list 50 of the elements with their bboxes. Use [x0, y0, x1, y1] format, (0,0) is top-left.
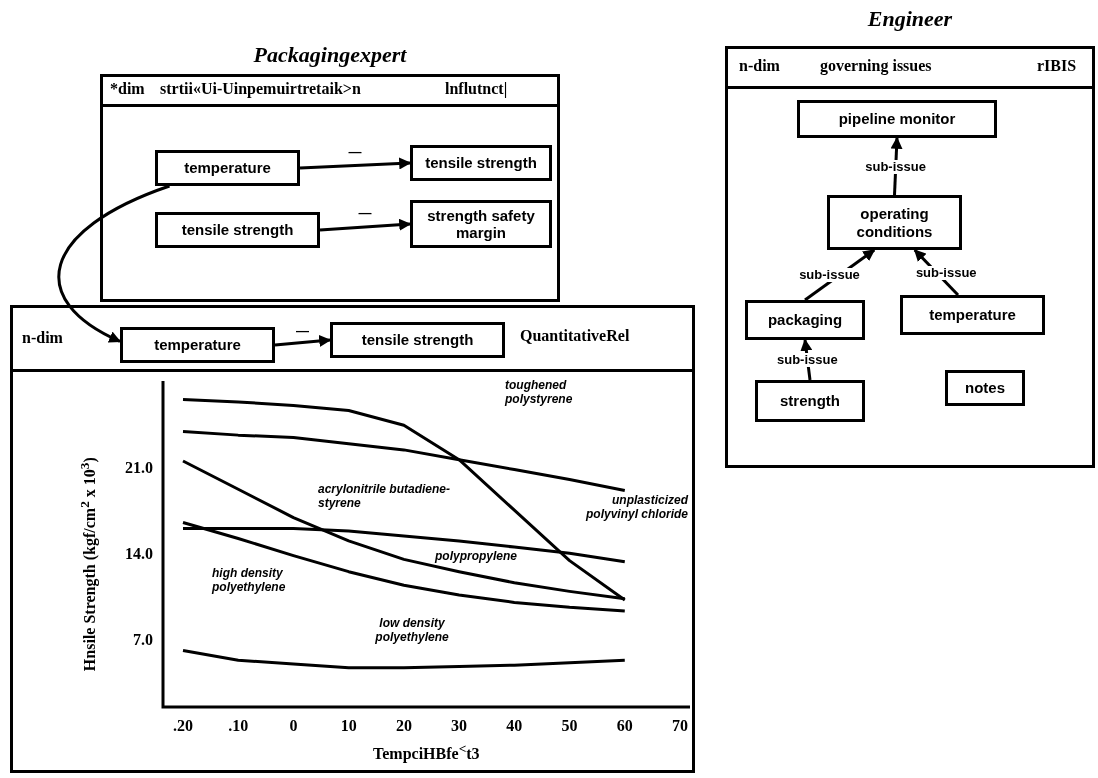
- tick-label: .20: [173, 717, 193, 734]
- tick-label: 50: [561, 717, 578, 734]
- tick-label: 40: [506, 717, 523, 734]
- arrow: [274, 335, 332, 347]
- edge-label: sub-issue: [863, 159, 928, 174]
- issue-box: tensile strength: [330, 322, 505, 358]
- issue-box: strength: [755, 380, 865, 422]
- header-text: n-dim: [22, 329, 63, 347]
- issue-box: temperature: [900, 295, 1045, 335]
- header-text: n-dim: [739, 57, 780, 75]
- tick-label: .10: [228, 717, 249, 734]
- tick-label: 7.0: [133, 631, 153, 649]
- edge-label: sub-issue: [775, 353, 840, 367]
- tick-label: 20: [395, 717, 412, 734]
- tick-label: 21.0: [125, 459, 153, 477]
- series-label: acrylonitrile butadiene-styrene: [318, 482, 452, 510]
- issue-box: tensile strength: [410, 145, 552, 181]
- arrow: [299, 157, 412, 170]
- header-text: rIBIS: [1037, 57, 1077, 75]
- issue-box: temperature: [120, 327, 275, 363]
- issue-box: tensile strength: [155, 212, 320, 248]
- tick-label: 10: [340, 717, 357, 734]
- series-label: toughened polystyrene: [505, 378, 574, 406]
- series-label: low density polyethylene: [374, 616, 450, 644]
- arrow: [319, 218, 412, 232]
- issue-box: packaging: [745, 300, 865, 340]
- issue-box: notes: [945, 370, 1025, 406]
- tick-label: 14.0: [125, 545, 153, 563]
- window-title: Packagingexpert: [252, 42, 408, 68]
- tick-label: 70: [672, 717, 688, 734]
- issue-box: operating conditions: [827, 195, 962, 250]
- series-label: polypropylene: [435, 549, 518, 563]
- header-text: *dim: [110, 80, 145, 98]
- window-title: Engineer: [866, 6, 954, 32]
- header-text: governing issues: [820, 57, 932, 75]
- issue-box: strength safety margin: [410, 200, 552, 248]
- header-text: QuantitativeRel: [520, 327, 630, 345]
- edge-label: sub-issue: [797, 268, 862, 282]
- series-label: high density polyethylene: [212, 566, 287, 594]
- issue-box: pipeline monitor: [797, 100, 997, 138]
- arrow: [57, 184, 171, 343]
- header-text: lnflutnct|: [445, 80, 508, 98]
- issue-box: temperature: [155, 150, 300, 186]
- axis-title: TempciHBfe$^{<}$t3: [373, 741, 480, 764]
- tick-label: 60: [616, 717, 633, 734]
- edge-label: sub-issue: [913, 265, 979, 280]
- tick-label: 30: [451, 717, 468, 734]
- header-text: strtii«Ui-Uinpemuirtretaik>n: [160, 80, 361, 98]
- series-label: unplasticized polyvinyl chloride: [584, 493, 688, 521]
- tick-label: 0: [289, 717, 298, 734]
